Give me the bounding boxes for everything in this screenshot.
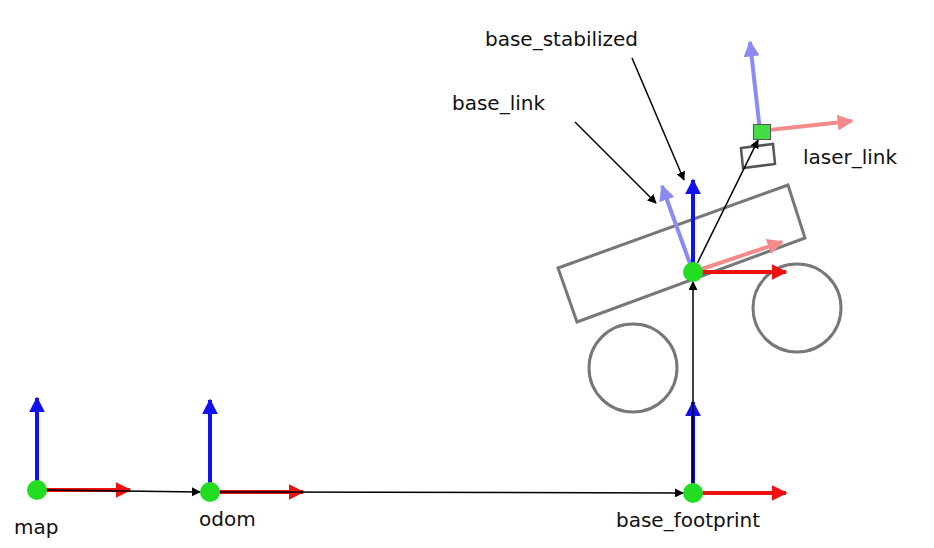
frame-node: map	[27, 480, 47, 500]
frame-label: laser_link	[803, 146, 897, 168]
transform-arrow	[697, 140, 758, 263]
frame-label: base_footprint	[616, 509, 760, 531]
frame-node: base_stabilized	[683, 262, 703, 282]
transform-arrow	[692, 282, 694, 483]
frame-node: laser_link	[750, 121, 770, 141]
frame-origin	[27, 480, 47, 500]
frame-origin	[683, 483, 703, 503]
transform-arrow	[47, 490, 200, 492]
frame-node: odom	[200, 482, 220, 502]
frame-origin	[200, 482, 220, 502]
frame-label: odom	[199, 508, 256, 530]
frame-label: base_stabilized	[485, 28, 638, 50]
transform-arrow	[220, 491, 683, 493]
frame-label: base_link	[452, 92, 545, 114]
frame-origin	[683, 262, 703, 282]
frame-node: base_link	[683, 262, 703, 282]
frame-node: base_footprint	[683, 483, 703, 503]
frame-origin	[753, 124, 771, 140]
frame-origin	[683, 262, 703, 282]
frame-label: map	[14, 516, 58, 538]
